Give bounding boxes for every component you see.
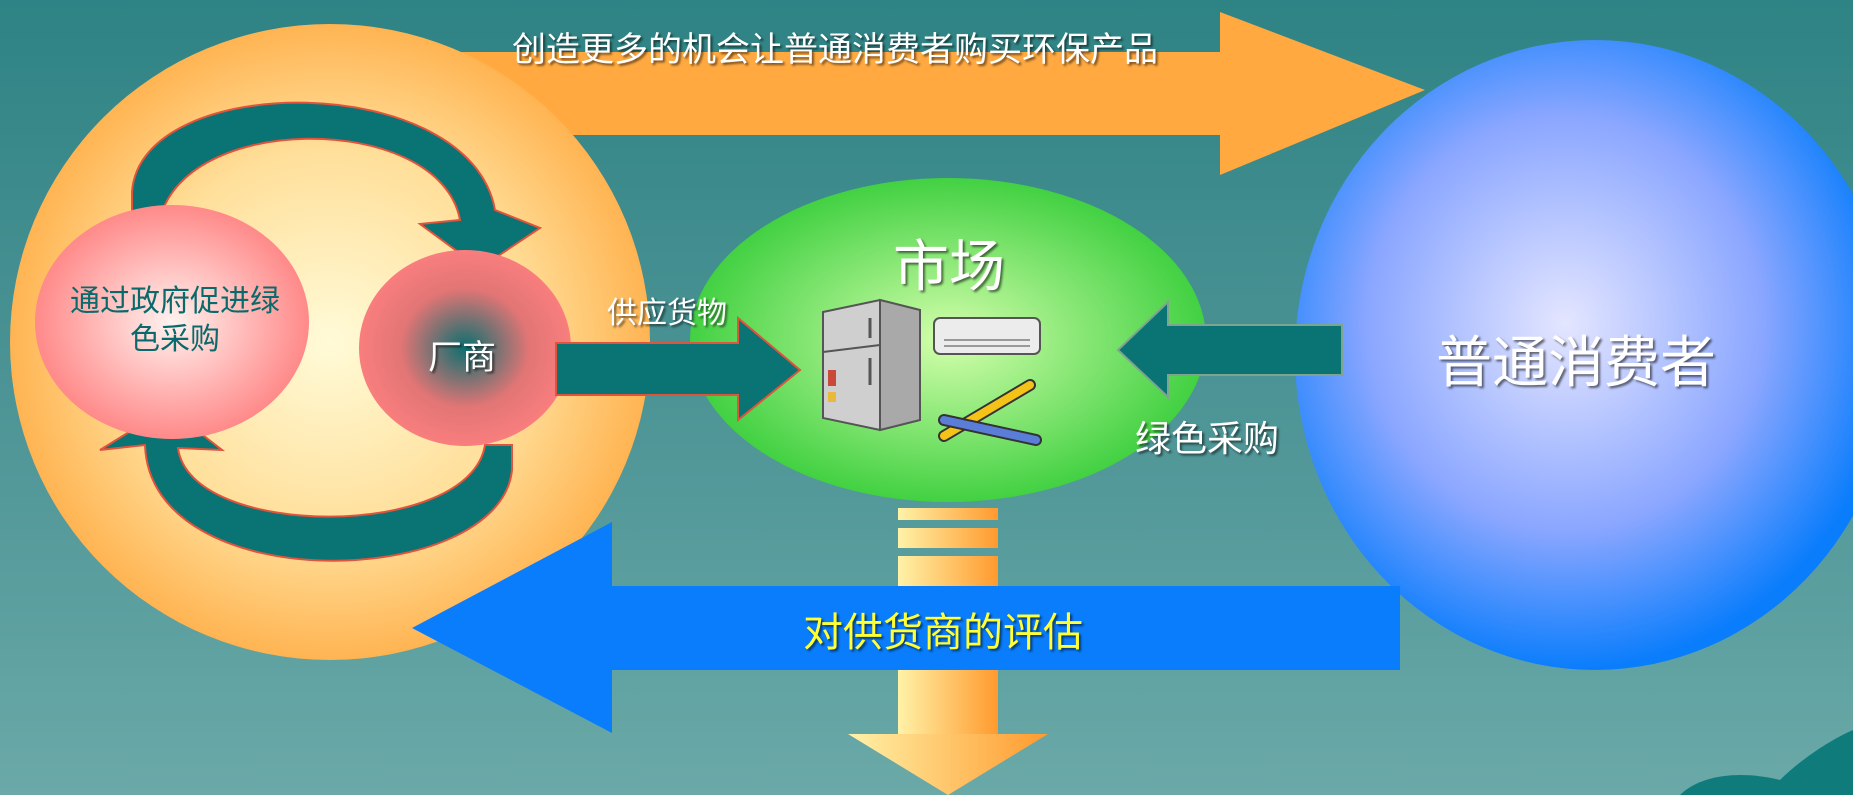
- cycle-arrow-bottom: [99, 406, 513, 562]
- supply-arrow: [555, 315, 802, 423]
- cycle-arrow-top: [131, 101, 543, 270]
- consumers-circle: [1295, 40, 1853, 670]
- supply-goods-label: 供应货物: [607, 296, 727, 331]
- consumers-label: 普通消费者: [1436, 331, 1716, 396]
- green-purchase-arrow: [1116, 299, 1343, 400]
- government-label: 通过政府促进绿色采购: [70, 284, 280, 357]
- evaluation-label: 对供货商的评估: [803, 610, 1083, 656]
- government-ellipse: [35, 205, 309, 439]
- corner-decoration: [1680, 730, 1853, 795]
- pencil-icon: [938, 379, 1042, 446]
- market-label: 市场: [893, 235, 1005, 300]
- refrigerator-icon: [822, 298, 921, 432]
- manufacturer-ellipse: [359, 250, 571, 446]
- manufacturer-label: 厂商: [428, 338, 496, 378]
- air-conditioner-icon: [933, 317, 1041, 355]
- evaluation-arrow: [412, 522, 1400, 733]
- top-arrow-label: 创造更多的机会让普通消费者购买环保产品: [512, 30, 1158, 70]
- green-purchase-label: 绿色采购: [1135, 419, 1280, 460]
- top-arrow: [330, 12, 1425, 175]
